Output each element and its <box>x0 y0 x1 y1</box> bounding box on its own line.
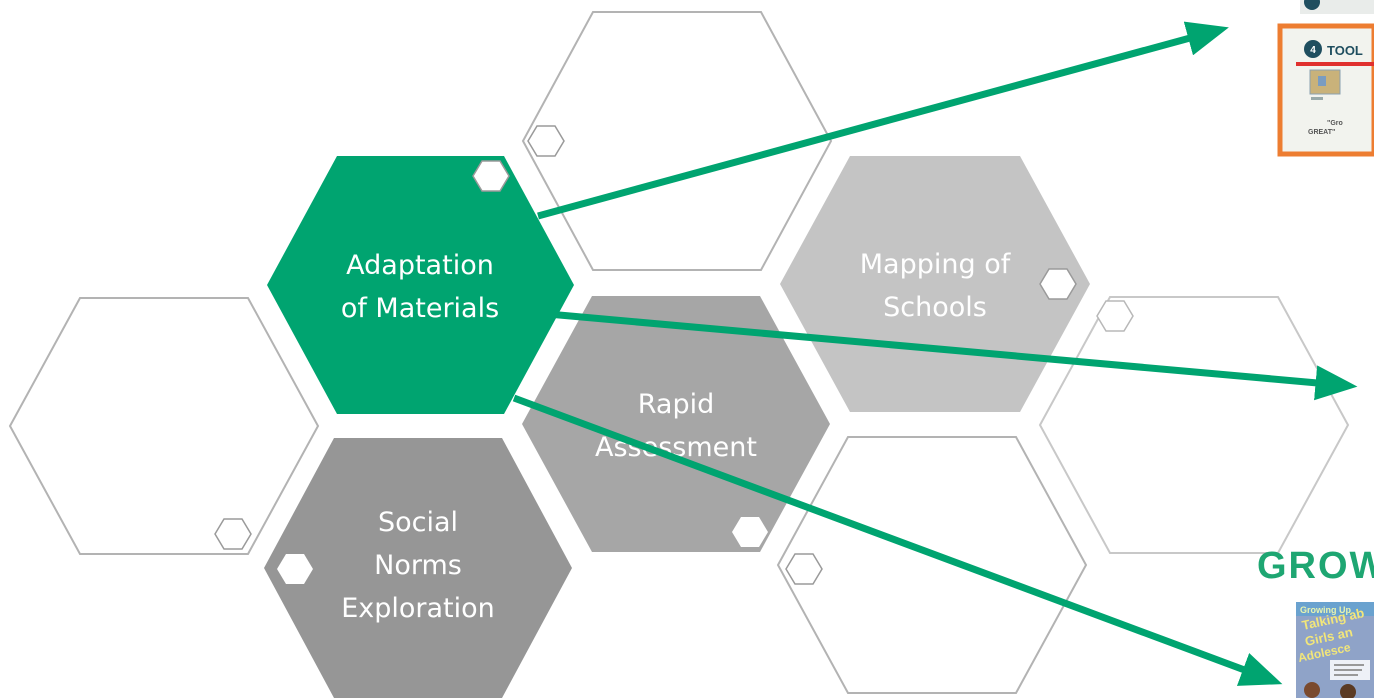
outline-hexagon-right <box>1038 296 1350 554</box>
social-label-line3: Exploration <box>341 593 495 624</box>
book-cover-thumbnail[interactable]: Growing Up Talking ab Girls an Adolesce <box>1296 602 1374 698</box>
adaptation-label-line2: of Materials <box>341 293 499 324</box>
tool-thumbnail[interactable]: 4 TOOL "Gro GREAT" <box>1277 0 1374 157</box>
small-hexagon-icon <box>732 517 768 547</box>
small-hexagon-icon <box>785 553 823 585</box>
arrow-to-book <box>512 394 1283 686</box>
hexagon-adaptation-of-materials[interactable] <box>267 156 574 414</box>
tool-quote-line1: "Gro <box>1327 120 1343 127</box>
mapping-label-line2: Schools <box>883 292 987 323</box>
tool-label: TOOL <box>1327 43 1363 58</box>
social-label-line2: Norms <box>374 550 462 581</box>
book-illustration-figure <box>1304 682 1320 698</box>
tool-quote-line2: GREAT" <box>1308 129 1335 136</box>
small-hexagon-icon <box>472 160 510 192</box>
grow-up-title: GROW U <box>1257 545 1374 587</box>
small-hexagon-icon <box>277 554 313 584</box>
hexagon-social-norms-exploration[interactable] <box>264 438 572 698</box>
book-banner: Growing Up <box>1300 605 1351 615</box>
outline-hexagon-bottom <box>776 436 1088 694</box>
hexagon-mapping-of-schools[interactable] <box>780 156 1090 412</box>
small-hexagon-icon <box>214 518 252 550</box>
arrow-to-right <box>547 310 1358 401</box>
arrow-to-tool <box>537 21 1229 220</box>
small-hexagon-icon <box>1096 300 1134 332</box>
rapid-label-line1: Rapid <box>638 389 715 420</box>
outline-hexagon-left <box>8 297 320 555</box>
small-hexagon-icon <box>527 125 565 157</box>
book-illustration-figure <box>1340 684 1356 698</box>
adaptation-label-line1: Adaptation <box>346 250 494 281</box>
tool-number-badge <box>1304 40 1322 58</box>
outline-hexagon-top <box>521 11 833 271</box>
tool-number: 4 <box>1310 45 1316 56</box>
small-hexagon-icon <box>1039 268 1077 300</box>
social-label-line1: Social <box>378 507 458 538</box>
mapping-label-line1: Mapping of <box>860 249 1012 280</box>
